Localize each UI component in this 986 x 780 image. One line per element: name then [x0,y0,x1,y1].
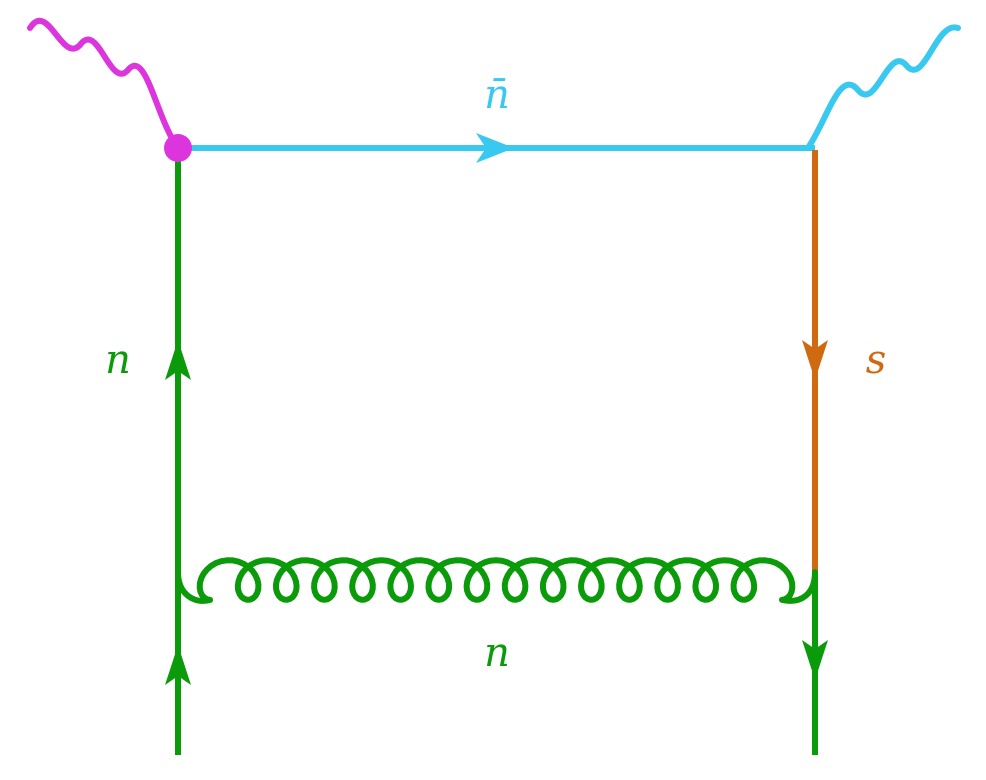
label-nbar: n̄ [484,72,510,118]
label-n-gluon: n [484,630,510,676]
gluon-line [175,557,818,604]
label-n-left: n [105,337,131,383]
left-arrow-upper [165,340,191,380]
left-arrow-lower [165,645,191,685]
photon-left [27,17,181,151]
anticollinear-arrow [476,133,514,163]
soft-arrow [802,340,828,380]
photon-right [805,24,961,151]
right-arrow [802,640,828,680]
vertex-dot [164,134,192,162]
label-s: s [866,337,887,383]
